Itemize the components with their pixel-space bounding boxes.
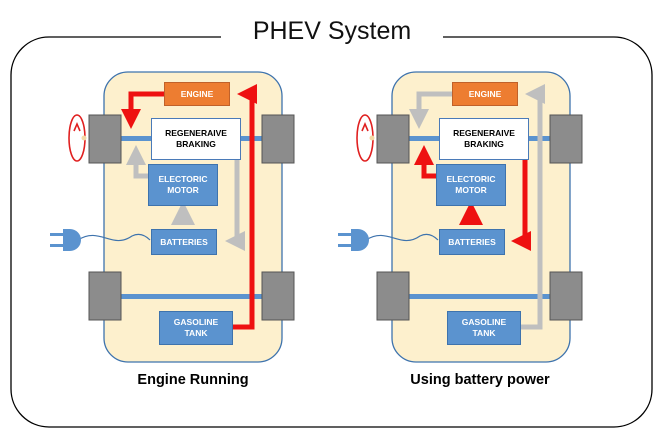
flow-engine-to-wheels	[121, 91, 164, 129]
electric-motor-box: ELECTORIC MOTOR	[148, 164, 218, 206]
engine-box: ENGINE	[452, 82, 518, 106]
flow-regen-to-batteries	[225, 150, 245, 251]
rear-axle	[408, 294, 553, 299]
flow-regen-to-batteries	[511, 150, 531, 251]
batteries-box: BATTERIES	[439, 229, 505, 255]
gasoline-tank-box: GASOLINE TANK	[159, 311, 233, 345]
wheel-rear-left	[88, 271, 122, 321]
wheel-front-right	[549, 114, 583, 164]
gasoline-tank-box: GASOLINE TANK	[447, 311, 521, 345]
charging-plug-icon	[50, 229, 151, 251]
wheel-rear-right	[261, 271, 295, 321]
wheel-front-right	[261, 114, 295, 164]
rotation-icon	[68, 114, 87, 162]
batteries-box: BATTERIES	[151, 229, 217, 255]
title-text: PHEV System	[220, 17, 444, 45]
page-title: PHEV System	[0, 17, 664, 46]
flow-tank-to-engine	[232, 84, 257, 330]
flow-motor-to-wheels	[414, 145, 436, 179]
flow-regen-to-motor	[126, 145, 148, 179]
wheel-front-left	[88, 114, 122, 164]
wheel-rear-right	[549, 271, 583, 321]
regenerative-braking-box: REGENERAIVE BRAKING	[439, 118, 529, 160]
engine-box: ENGINE	[164, 82, 230, 106]
flow-tank-to-engine	[520, 84, 545, 330]
charging-plug-icon	[338, 229, 439, 251]
wheel-front-left	[376, 114, 410, 164]
wheel-rear-left	[376, 271, 410, 321]
electric-motor-box: ELECTORIC MOTOR	[436, 164, 506, 206]
caption-right: Using battery power	[410, 372, 550, 388]
flow-engine-to-wheels	[409, 91, 452, 129]
caption-left: Engine Running	[137, 372, 249, 388]
rear-axle	[120, 294, 265, 299]
regenerative-braking-box: REGENERAIVE BRAKING	[151, 118, 241, 160]
rotation-icon	[356, 114, 375, 162]
